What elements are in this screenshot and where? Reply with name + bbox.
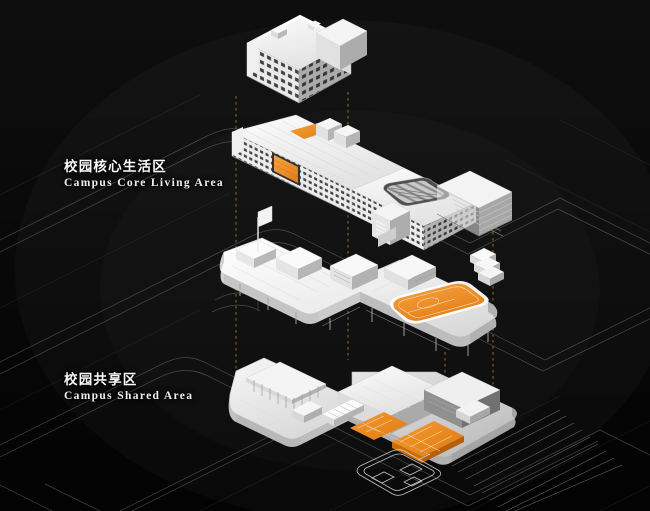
label-en-core: Campus Core Living Area [64,177,225,189]
label-campus-core-living-area: 校园核心生活区 Campus Core Living Area [64,159,224,191]
label-cn-core: 校园核心生活区 [64,159,167,175]
label-cn-shared: 校园共享区 [64,372,138,388]
label-en-shared: Campus Shared Area [64,390,194,402]
label-campus-shared-area: 校园共享区 Campus Shared Area [64,372,193,404]
